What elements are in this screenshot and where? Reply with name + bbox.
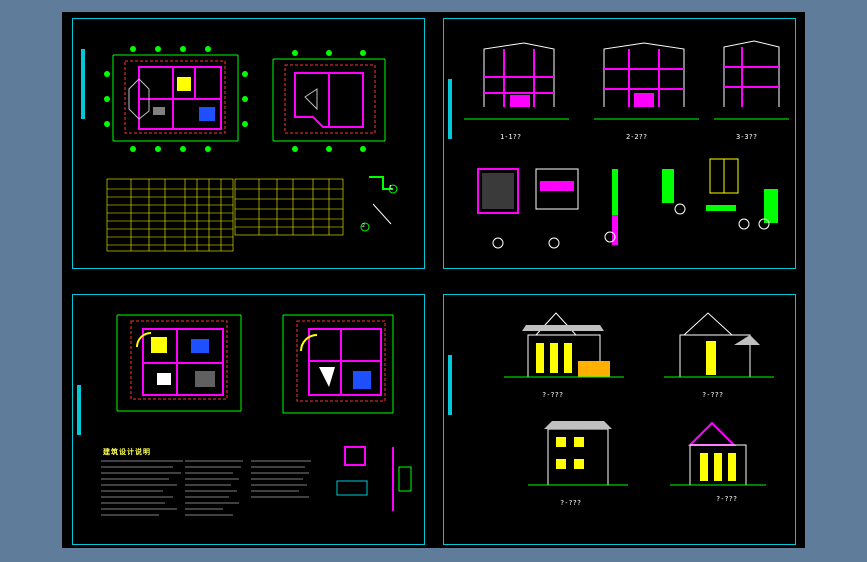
section-1 [464, 42, 569, 120]
detail-label-1: 1 [389, 185, 393, 191]
detail-1 [360, 176, 398, 232]
detail-label-2: 2 [362, 223, 366, 229]
sheet-plans-schedules[interactable]: 1 2 [72, 18, 425, 269]
floor-plan-1 [104, 46, 248, 152]
sheet-4-drawing [448, 312, 774, 486]
elevation-title-2: ?-??? [702, 391, 724, 399]
sheet-plans-notes[interactable]: 建筑设计说明 [72, 294, 425, 545]
elevation-title-1: ?-??? [542, 391, 564, 399]
drawing-canvas[interactable]: 1 2 [62, 12, 805, 548]
section-title-3: 3-3?? [736, 133, 758, 141]
floor-plan-3 [116, 314, 242, 412]
detail-drawings [477, 158, 778, 245]
sheet-sections-details[interactable]: 1-1?? 2-2?? 3-3?? [443, 18, 796, 269]
sheet-1-drawing [81, 46, 398, 252]
section-3 [714, 40, 789, 120]
elevation-2 [664, 312, 774, 378]
sheet-3-drawing [77, 314, 412, 516]
notes-text-blocks [101, 460, 311, 516]
section-2 [594, 42, 699, 120]
elevation-title-4: ?-??? [716, 495, 738, 503]
elevation-3 [528, 421, 628, 486]
section-title-1: 1-1?? [500, 133, 522, 141]
sheet-2-drawing [448, 40, 789, 249]
section-title-2: 2-2?? [626, 133, 648, 141]
notes-title: 建筑设计说明 [103, 448, 151, 456]
sheet-elevations[interactable]: ?-??? ?-??? ?-??? ?-??? [443, 294, 796, 545]
elevation-title-3: ?-??? [560, 499, 582, 507]
elevation-1 [504, 312, 624, 378]
door-window-schedule-2 [234, 178, 344, 236]
floor-plan-2 [272, 50, 386, 152]
floor-plan-4 [282, 314, 394, 414]
elevation-4 [670, 421, 766, 486]
notes-details [336, 446, 412, 511]
door-window-schedule-1 [106, 178, 234, 252]
